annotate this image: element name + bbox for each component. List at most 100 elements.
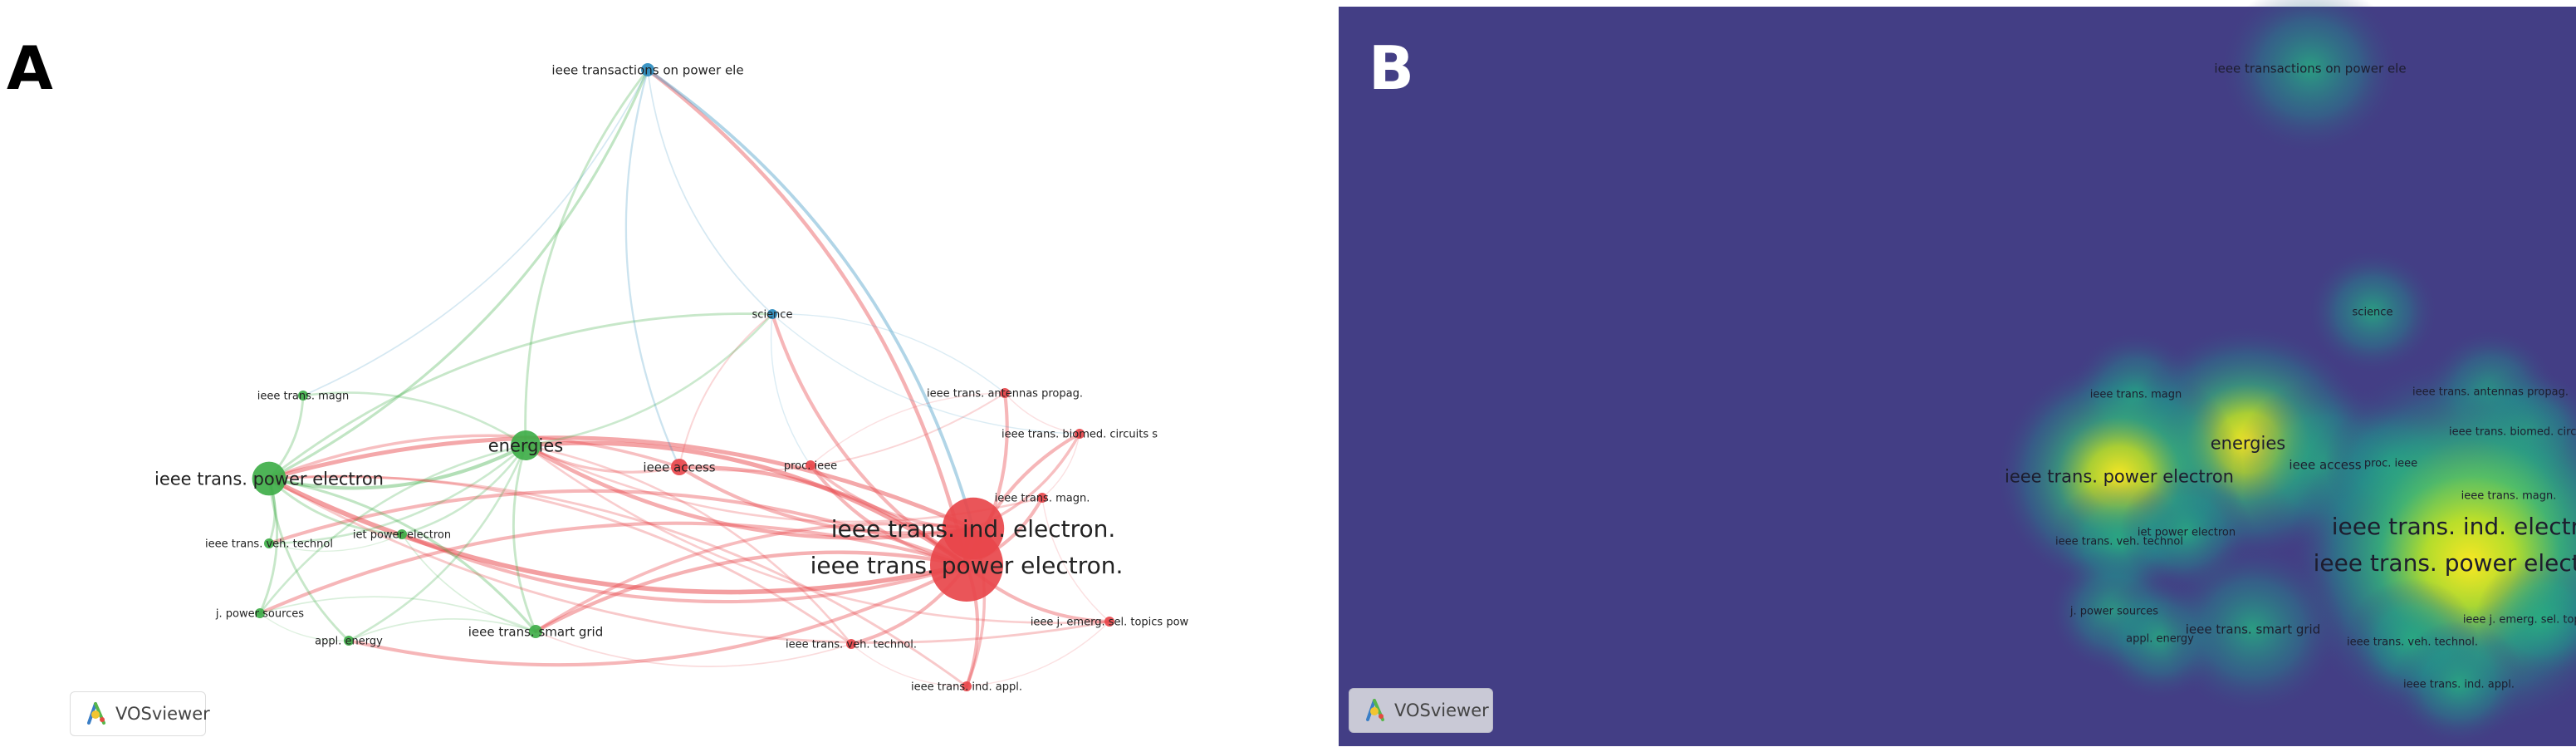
network-link (400, 444, 527, 536)
network-link (399, 532, 969, 604)
density-node-label: ieee trans. power electron. (2314, 549, 2576, 577)
density-panel: ieee transactions on power ele science iee… (1339, 0, 2576, 752)
network-node[interactable] (298, 391, 308, 401)
network-node[interactable] (255, 608, 265, 618)
density-node-label: ieee trans. power electron (2005, 466, 2234, 486)
network-link (301, 391, 527, 447)
density-node-label: science (2353, 307, 2393, 319)
network-link (534, 522, 975, 633)
network-link (647, 69, 773, 315)
density-node-label: ieee transactions on power ele (2214, 61, 2406, 76)
network-node-label: science (752, 309, 793, 322)
network-node-label: ieee trans. ind. electron. (831, 515, 1116, 543)
density-blob (2219, 0, 2402, 155)
network-node[interactable] (671, 459, 688, 475)
network-link (267, 435, 976, 531)
vosviewer-badge[interactable]: VOSviewer (70, 691, 210, 736)
network-node[interactable] (344, 636, 354, 646)
vosviewer-logo-icon (87, 702, 105, 725)
density-node-label: ieee trans. veh. technol (2055, 536, 2183, 548)
network-node[interactable] (767, 309, 777, 319)
network-nodes (252, 63, 1114, 691)
network-link (259, 596, 536, 632)
network-node-label: ieee trans. magn (257, 391, 350, 403)
network-node[interactable] (962, 681, 972, 691)
network-link (535, 631, 852, 667)
network-link (771, 313, 1006, 394)
network-node-label: ieee trans. antennas propag. (927, 388, 1083, 401)
network-link (302, 69, 649, 396)
network-link (512, 444, 537, 633)
density-node-label: ieee trans. magn. (2461, 490, 2557, 503)
vosviewer-label: VOSviewer (1394, 700, 1489, 720)
density-node-label: j. power sources (2069, 606, 2158, 618)
network-node[interactable] (1104, 617, 1114, 627)
vosviewer-badge[interactable]: VOSviewer (1349, 688, 1493, 733)
network-link (267, 475, 968, 688)
density-node-label: ieee trans. antennas propag. (2412, 386, 2569, 399)
panel-label-b: B (1369, 33, 1414, 103)
network-link (646, 68, 975, 530)
density-node-label: ieee trans. smart grid (2186, 622, 2321, 636)
network-node[interactable] (1000, 388, 1010, 398)
network-link (267, 477, 350, 642)
density-blob (2392, 621, 2525, 747)
network-node-label: ieee access (643, 460, 715, 474)
network-node-label: ieee trans. power electron. (811, 552, 1124, 579)
network-link (810, 392, 1006, 466)
network-link (645, 67, 969, 568)
network-link (771, 313, 1080, 435)
network-node[interactable] (252, 461, 286, 496)
network-link (850, 643, 967, 687)
network-link (267, 476, 969, 595)
network-node[interactable] (511, 430, 541, 460)
network-node[interactable] (641, 63, 654, 76)
network-node[interactable] (1037, 493, 1047, 503)
network-link (401, 533, 536, 632)
network-link (267, 443, 528, 490)
density-labels: ieee transactions on power ele science iee… (2005, 61, 2576, 691)
density-node-label: energies (2211, 433, 2285, 453)
network-node-label: ieee trans. ind. appl. (911, 681, 1022, 694)
network-node-label: appl. energy (315, 636, 383, 648)
network-labels: ieee transactions on power ele science iee… (154, 62, 1189, 693)
network-node[interactable] (930, 528, 1003, 602)
vosviewer-logo-icon (1366, 699, 1384, 721)
network-node[interactable] (1075, 429, 1085, 439)
network-node-label: ieee j. emerg. sel. topics pow (1031, 617, 1189, 629)
network-node-label: ieee trans. magn. (995, 493, 1090, 505)
network-link (258, 444, 527, 615)
network-node[interactable] (264, 538, 274, 548)
network-node-label: ieee trans. smart grid (468, 624, 604, 639)
network-node[interactable] (529, 625, 542, 638)
network-node-label: ieee trans. power electron (154, 469, 384, 489)
density-node-label: ieee trans. veh. technol. (2347, 636, 2478, 649)
network-link (267, 444, 527, 545)
network-link (624, 68, 681, 469)
network-link (524, 68, 649, 447)
network-node-label: ieee trans. veh. technol (205, 538, 333, 551)
network-link (267, 477, 404, 536)
network-node[interactable] (806, 460, 815, 470)
network-link (678, 392, 1006, 472)
network-link (524, 312, 774, 447)
network-link (678, 313, 773, 468)
network-link (1004, 392, 1080, 435)
network-link (267, 477, 537, 633)
density-blob (2306, 248, 2439, 375)
density-blobs (1995, 0, 2576, 747)
network-link (523, 440, 969, 568)
network-node[interactable] (846, 639, 856, 649)
network-link (267, 434, 681, 480)
density-node-label: ieee trans. magn (2090, 389, 2182, 401)
network-node-label: ieee transactions on power ele (551, 62, 743, 77)
network-link (1041, 433, 1080, 499)
network-node[interactable] (397, 529, 407, 539)
network-link (267, 477, 1111, 644)
density-node-label: appl. energy (2126, 633, 2194, 646)
network-link (770, 313, 811, 466)
network-node-label: energies (488, 435, 563, 455)
network-node-label: proc. ieee (784, 460, 837, 473)
network-link (346, 563, 969, 667)
density-node-label: ieee trans. ind. electron. (2332, 513, 2576, 540)
